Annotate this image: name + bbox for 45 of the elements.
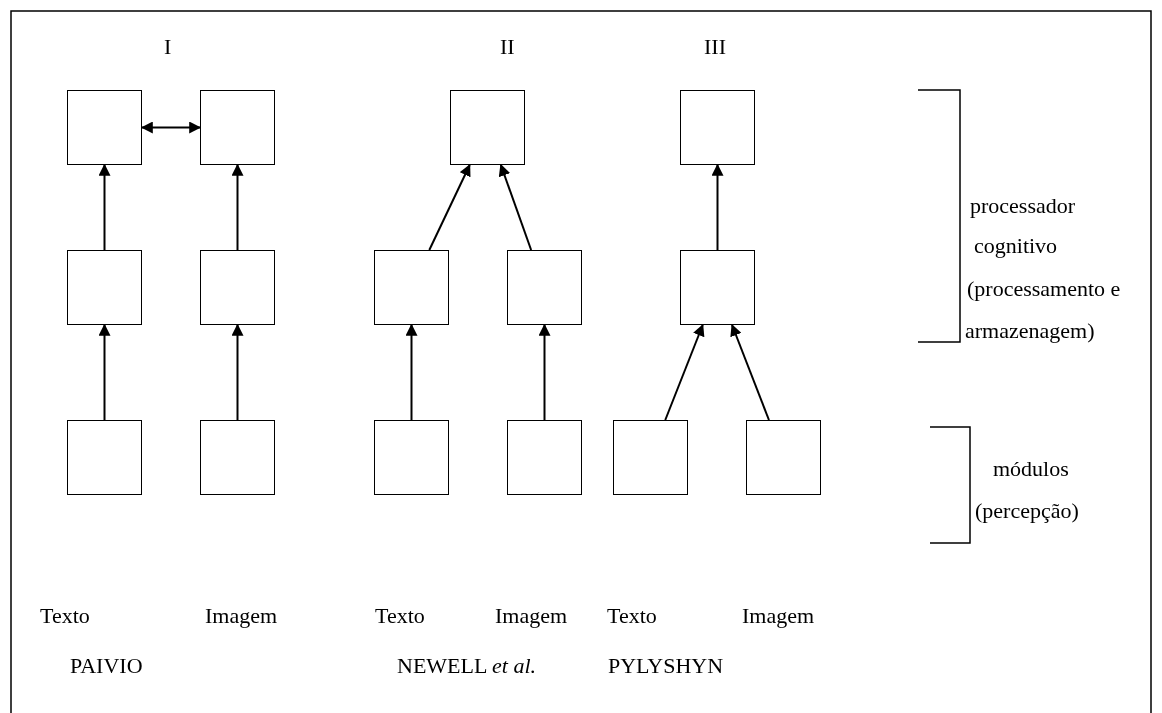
title-numeral: I <box>164 35 172 59</box>
column-label: Imagem <box>495 604 568 628</box>
empty-box <box>200 90 275 165</box>
bracket-label: cognitivo <box>974 234 1058 258</box>
bracket-label: módulos <box>993 457 1069 481</box>
arrow <box>98 323 111 421</box>
empty-box <box>746 420 821 495</box>
arrow <box>231 163 244 251</box>
empty-box <box>680 90 755 165</box>
title-numeral: II <box>500 35 515 59</box>
empty-box <box>680 250 755 325</box>
arrow <box>405 323 418 421</box>
empty-box <box>200 420 275 495</box>
arrow <box>711 163 724 251</box>
column-label: Texto <box>40 604 90 628</box>
empty-box <box>67 90 142 165</box>
arrow <box>538 323 551 421</box>
arrow <box>140 121 202 134</box>
bracket-label: (processamento e <box>967 277 1121 301</box>
title-numeral: III <box>704 35 726 59</box>
empty-box <box>507 420 582 495</box>
empty-box <box>507 250 582 325</box>
bracket-label: armazenagem) <box>965 319 1095 343</box>
column-label: Imagem <box>742 604 815 628</box>
column-label: Imagem <box>205 604 278 628</box>
empty-box <box>200 250 275 325</box>
author-label: PYLYSHYN <box>608 654 724 678</box>
empty-box <box>67 420 142 495</box>
arrow <box>498 163 533 251</box>
author-label: PAIVIO <box>70 654 143 678</box>
empty-box <box>67 250 142 325</box>
arrow <box>98 163 111 251</box>
arrow <box>664 323 705 421</box>
bracket-label: (percepção) <box>975 499 1079 523</box>
arrow <box>730 323 770 421</box>
empty-box <box>450 90 525 165</box>
arrow <box>231 323 244 421</box>
empty-box <box>374 420 449 495</box>
empty-box <box>374 250 449 325</box>
arrow <box>428 163 471 251</box>
column-label: Texto <box>375 604 425 628</box>
empty-box <box>613 420 688 495</box>
bracket-label: processador <box>970 194 1076 218</box>
author-label: NEWELL et al. <box>397 654 537 678</box>
column-label: Texto <box>607 604 657 628</box>
